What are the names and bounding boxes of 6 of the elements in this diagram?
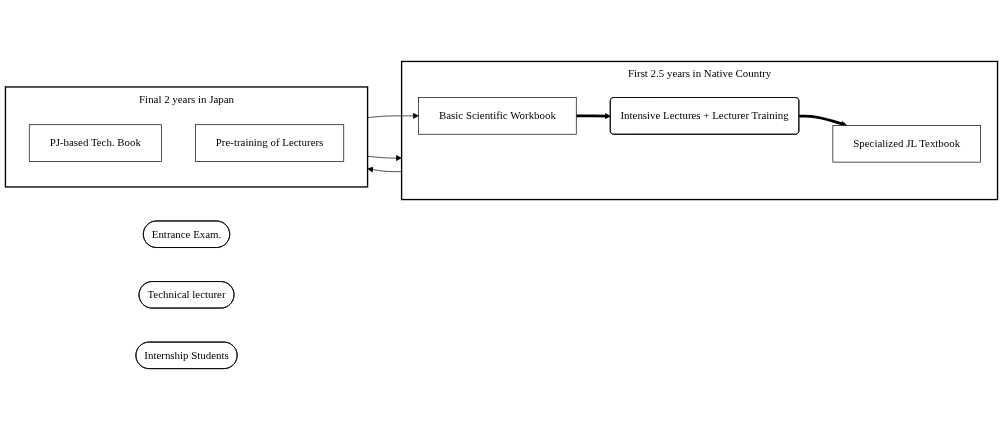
node-box: PJ-based Tech. Book xyxy=(28,124,162,162)
node-box: Basic Scientific Workbook xyxy=(418,97,577,135)
arrow xyxy=(576,113,611,120)
node-box: Pre-training of Lecturers xyxy=(195,124,345,162)
node-box: Specialized JL Textbook xyxy=(832,125,981,163)
arrow xyxy=(799,114,848,127)
